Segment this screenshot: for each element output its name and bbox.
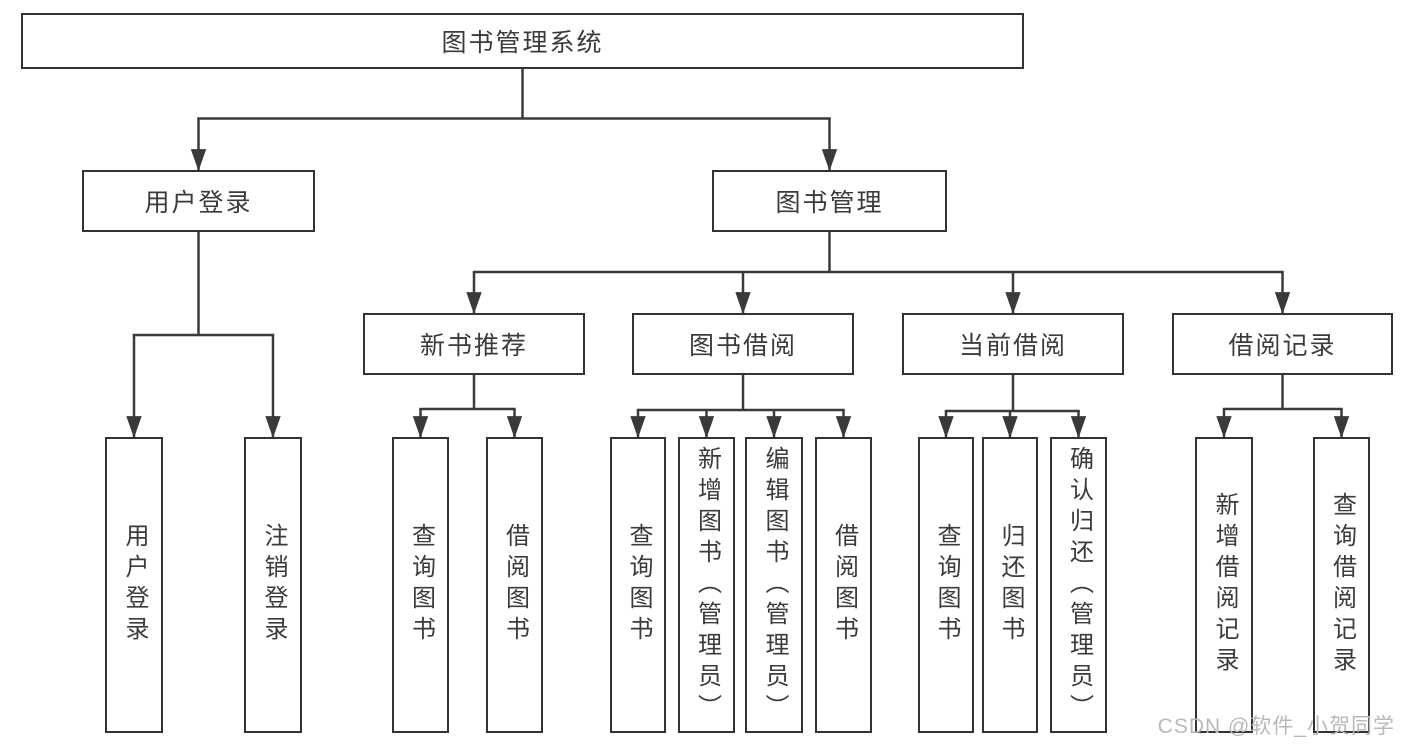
connector-group [126, 69, 1350, 439]
node-borrow-books-recommend-label: 借阅图书 [501, 523, 529, 647]
node-add-book-admin-label: 新增图书（管理员） [693, 445, 721, 725]
node-book-management-label: 图书管理 [775, 189, 884, 217]
node-user-login: 用户登录 [82, 170, 315, 232]
node-logout-label: 注销登录 [260, 523, 287, 647]
node-confirm-return-admin-label: 确认归还（管理员） [1065, 445, 1093, 725]
node-query-books-borrow-label: 查询图书 [625, 523, 652, 647]
node-query-books-recommend: 查询图书 [392, 437, 449, 733]
node-query-books-borrow: 查询图书 [610, 437, 666, 733]
node-query-borrow-record-label: 查询借阅记录 [1328, 492, 1356, 678]
node-new-book-recommend-label: 新书推荐 [419, 332, 528, 360]
node-add-borrow-record: 新增借阅记录 [1195, 437, 1253, 733]
node-edit-book-admin: 编辑图书（管理员） [745, 437, 803, 733]
node-query-books-current-label: 查询图书 [933, 523, 960, 647]
node-borrow-books-leaf: 借阅图书 [815, 437, 872, 733]
node-borrow-books-leaf-label: 借阅图书 [830, 523, 858, 647]
node-borrow-records: 借阅记录 [1172, 313, 1393, 375]
node-query-books-current: 查询图书 [918, 437, 974, 733]
node-return-book: 归还图书 [982, 437, 1038, 733]
node-user-login-leaf-label: 用户登录 [121, 523, 148, 647]
csdn-watermark: CSDN @软件_小贺同学 [1157, 715, 1395, 738]
node-confirm-return-admin: 确认归还（管理员） [1050, 437, 1107, 733]
node-borrow-books-recommend: 借阅图书 [486, 437, 543, 733]
node-library-system: 图书管理系统 [21, 13, 1024, 69]
node-current-borrow-label: 当前借阅 [958, 332, 1067, 360]
node-library-system-label: 图书管理系统 [441, 29, 604, 57]
node-add-borrow-record-label: 新增借阅记录 [1211, 492, 1238, 678]
node-edit-book-admin-label: 编辑图书（管理员） [761, 445, 788, 725]
node-logout: 注销登录 [244, 437, 302, 733]
node-new-book-recommend: 新书推荐 [363, 313, 585, 375]
node-query-borrow-record: 查询借阅记录 [1313, 437, 1370, 733]
node-borrow-records-label: 借阅记录 [1228, 332, 1337, 360]
node-query-books-recommend-label: 查询图书 [407, 523, 435, 647]
node-user-login-label: 用户登录 [144, 189, 253, 217]
node-add-book-admin: 新增图书（管理员） [678, 437, 735, 733]
node-current-borrow: 当前借阅 [902, 313, 1124, 375]
node-return-book-label: 归还图书 [997, 523, 1024, 647]
node-book-borrow-label: 图书借阅 [688, 332, 797, 360]
node-book-management: 图书管理 [712, 170, 947, 232]
node-user-login-leaf: 用户登录 [105, 437, 163, 733]
node-book-borrow: 图书借阅 [632, 313, 854, 375]
